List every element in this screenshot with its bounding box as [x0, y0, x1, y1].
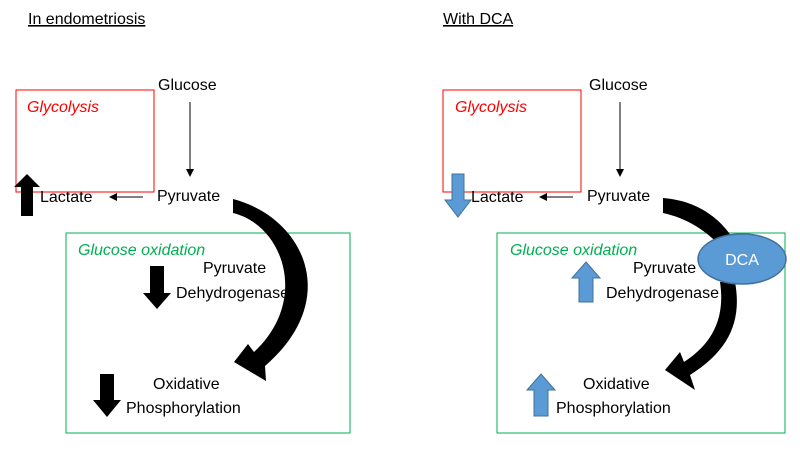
right-lactate-down-arrow-icon	[443, 173, 473, 218]
left-pdh-line2: Dehydrogenase	[176, 285, 289, 302]
left-lactate-up-arrow-icon	[14, 174, 40, 216]
right-glycolysis-label: Glycolysis	[455, 99, 527, 116]
right-oxphos-up-arrow-icon	[525, 373, 557, 417]
left-pyruvate-label: Pyruvate	[157, 188, 220, 205]
left-glycolysis-box	[15, 89, 155, 193]
right-dca-to-oxphos-arrow	[665, 282, 737, 390]
left-oxidation-label: Glucose oxidation	[78, 242, 205, 259]
dca-label: DCA	[725, 252, 759, 269]
left-pdh-line1: Pyruvate	[203, 260, 266, 277]
right-pdh-line2: Dehydrogenase	[606, 285, 719, 302]
right-oxidation-box	[496, 232, 786, 434]
right-oxphos-line1: Oxidative	[583, 376, 650, 393]
right-oxidation-label: Glucose oxidation	[510, 242, 637, 259]
left-oxphos-line1: Oxidative	[153, 376, 220, 393]
right-glycolysis-box	[442, 89, 582, 193]
left-glucose-label: Glucose	[158, 77, 217, 94]
right-heading: With DCA	[443, 11, 514, 28]
right-pdh-up-arrow-icon	[570, 261, 602, 303]
left-oxphos-down-arrow-icon	[93, 374, 121, 417]
right-pyruvate-to-dca-arrow	[663, 198, 732, 248]
left-panel: In endometriosis Glycolysis Glucose Pyru…	[14, 11, 351, 434]
left-pdh-down-arrow-icon	[143, 266, 171, 309]
right-oxphos-line2: Phosphorylation	[556, 400, 671, 417]
right-glucose-label: Glucose	[589, 77, 648, 94]
right-pyruvate-label: Pyruvate	[587, 188, 650, 205]
right-panel: With DCA Glycolysis Glucose Pyruvate Lac…	[442, 11, 787, 434]
left-oxphos-line2: Phosphorylation	[126, 400, 241, 417]
left-curved-pathway-arrow-icon	[233, 199, 308, 381]
right-lactate-label: Lactate	[471, 189, 524, 206]
left-glycolysis-label: Glycolysis	[27, 99, 99, 116]
left-heading: In endometriosis	[28, 11, 145, 28]
left-oxidation-box	[65, 232, 351, 434]
left-lactate-label: Lactate	[40, 189, 93, 206]
right-pdh-line1: Pyruvate	[633, 260, 696, 277]
dca-ellipse	[697, 233, 787, 285]
